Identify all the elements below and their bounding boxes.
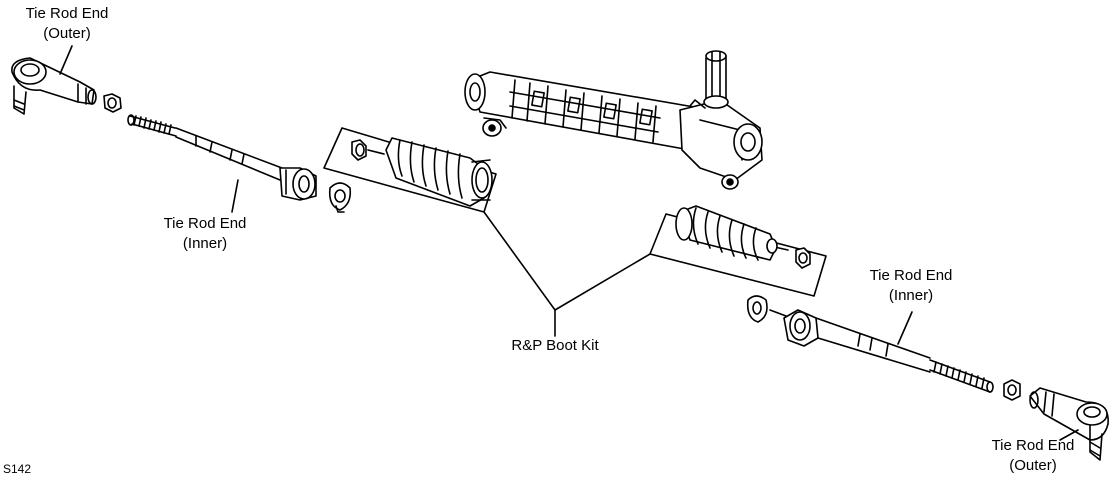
figure-code: S142 — [3, 462, 32, 476]
steering-rack-housing — [464, 50, 763, 190]
label-line: (Outer) — [43, 25, 91, 42]
label-line: (Outer) — [1009, 457, 1057, 474]
tie-rod-inner-right — [783, 309, 994, 393]
label-line: Tie Rod End — [991, 437, 1075, 454]
lock-washer-left — [328, 182, 352, 213]
label-line: Tie Rod End — [25, 5, 109, 22]
label-line: (Inner) — [182, 235, 228, 252]
tie-rod-end-outer-left — [11, 57, 97, 115]
boot-kit-left-bracket — [323, 127, 497, 213]
label-line: (Inner) — [888, 287, 934, 304]
label-tie-rod-end-outer-right: Tie Rod End (Outer) — [974, 436, 1092, 476]
leader-line-outer-right — [1059, 429, 1079, 441]
label-tie-rod-end-inner-left: Tie Rod End (Inner) — [146, 214, 264, 254]
tie-rod-inner-left — [127, 114, 317, 201]
label-tie-rod-end-outer-left: Tie Rod End (Outer) — [8, 4, 126, 44]
label-line: Tie Rod End — [163, 215, 247, 232]
label-rp-boot-kit: R&P Boot Kit — [511, 337, 599, 354]
leader-line-outer-left — [59, 45, 73, 75]
label-line: Tie Rod End — [869, 267, 953, 284]
jam-nut-right — [1003, 379, 1021, 401]
leader-line-inner-right — [897, 311, 913, 345]
lock-washer-right — [746, 295, 787, 323]
label-tie-rod-end-inner-right: Tie Rod End (Inner) — [852, 266, 970, 306]
jam-nut-left — [103, 93, 122, 113]
boot-kit-left — [323, 127, 497, 213]
boot-kit-right — [649, 205, 827, 297]
boot-kit-right-bracket — [649, 213, 827, 297]
leader-line-inner-left — [231, 179, 239, 213]
boot-kit-leader-lines — [483, 211, 651, 337]
tie-rod-end-outer-right — [1029, 387, 1109, 461]
